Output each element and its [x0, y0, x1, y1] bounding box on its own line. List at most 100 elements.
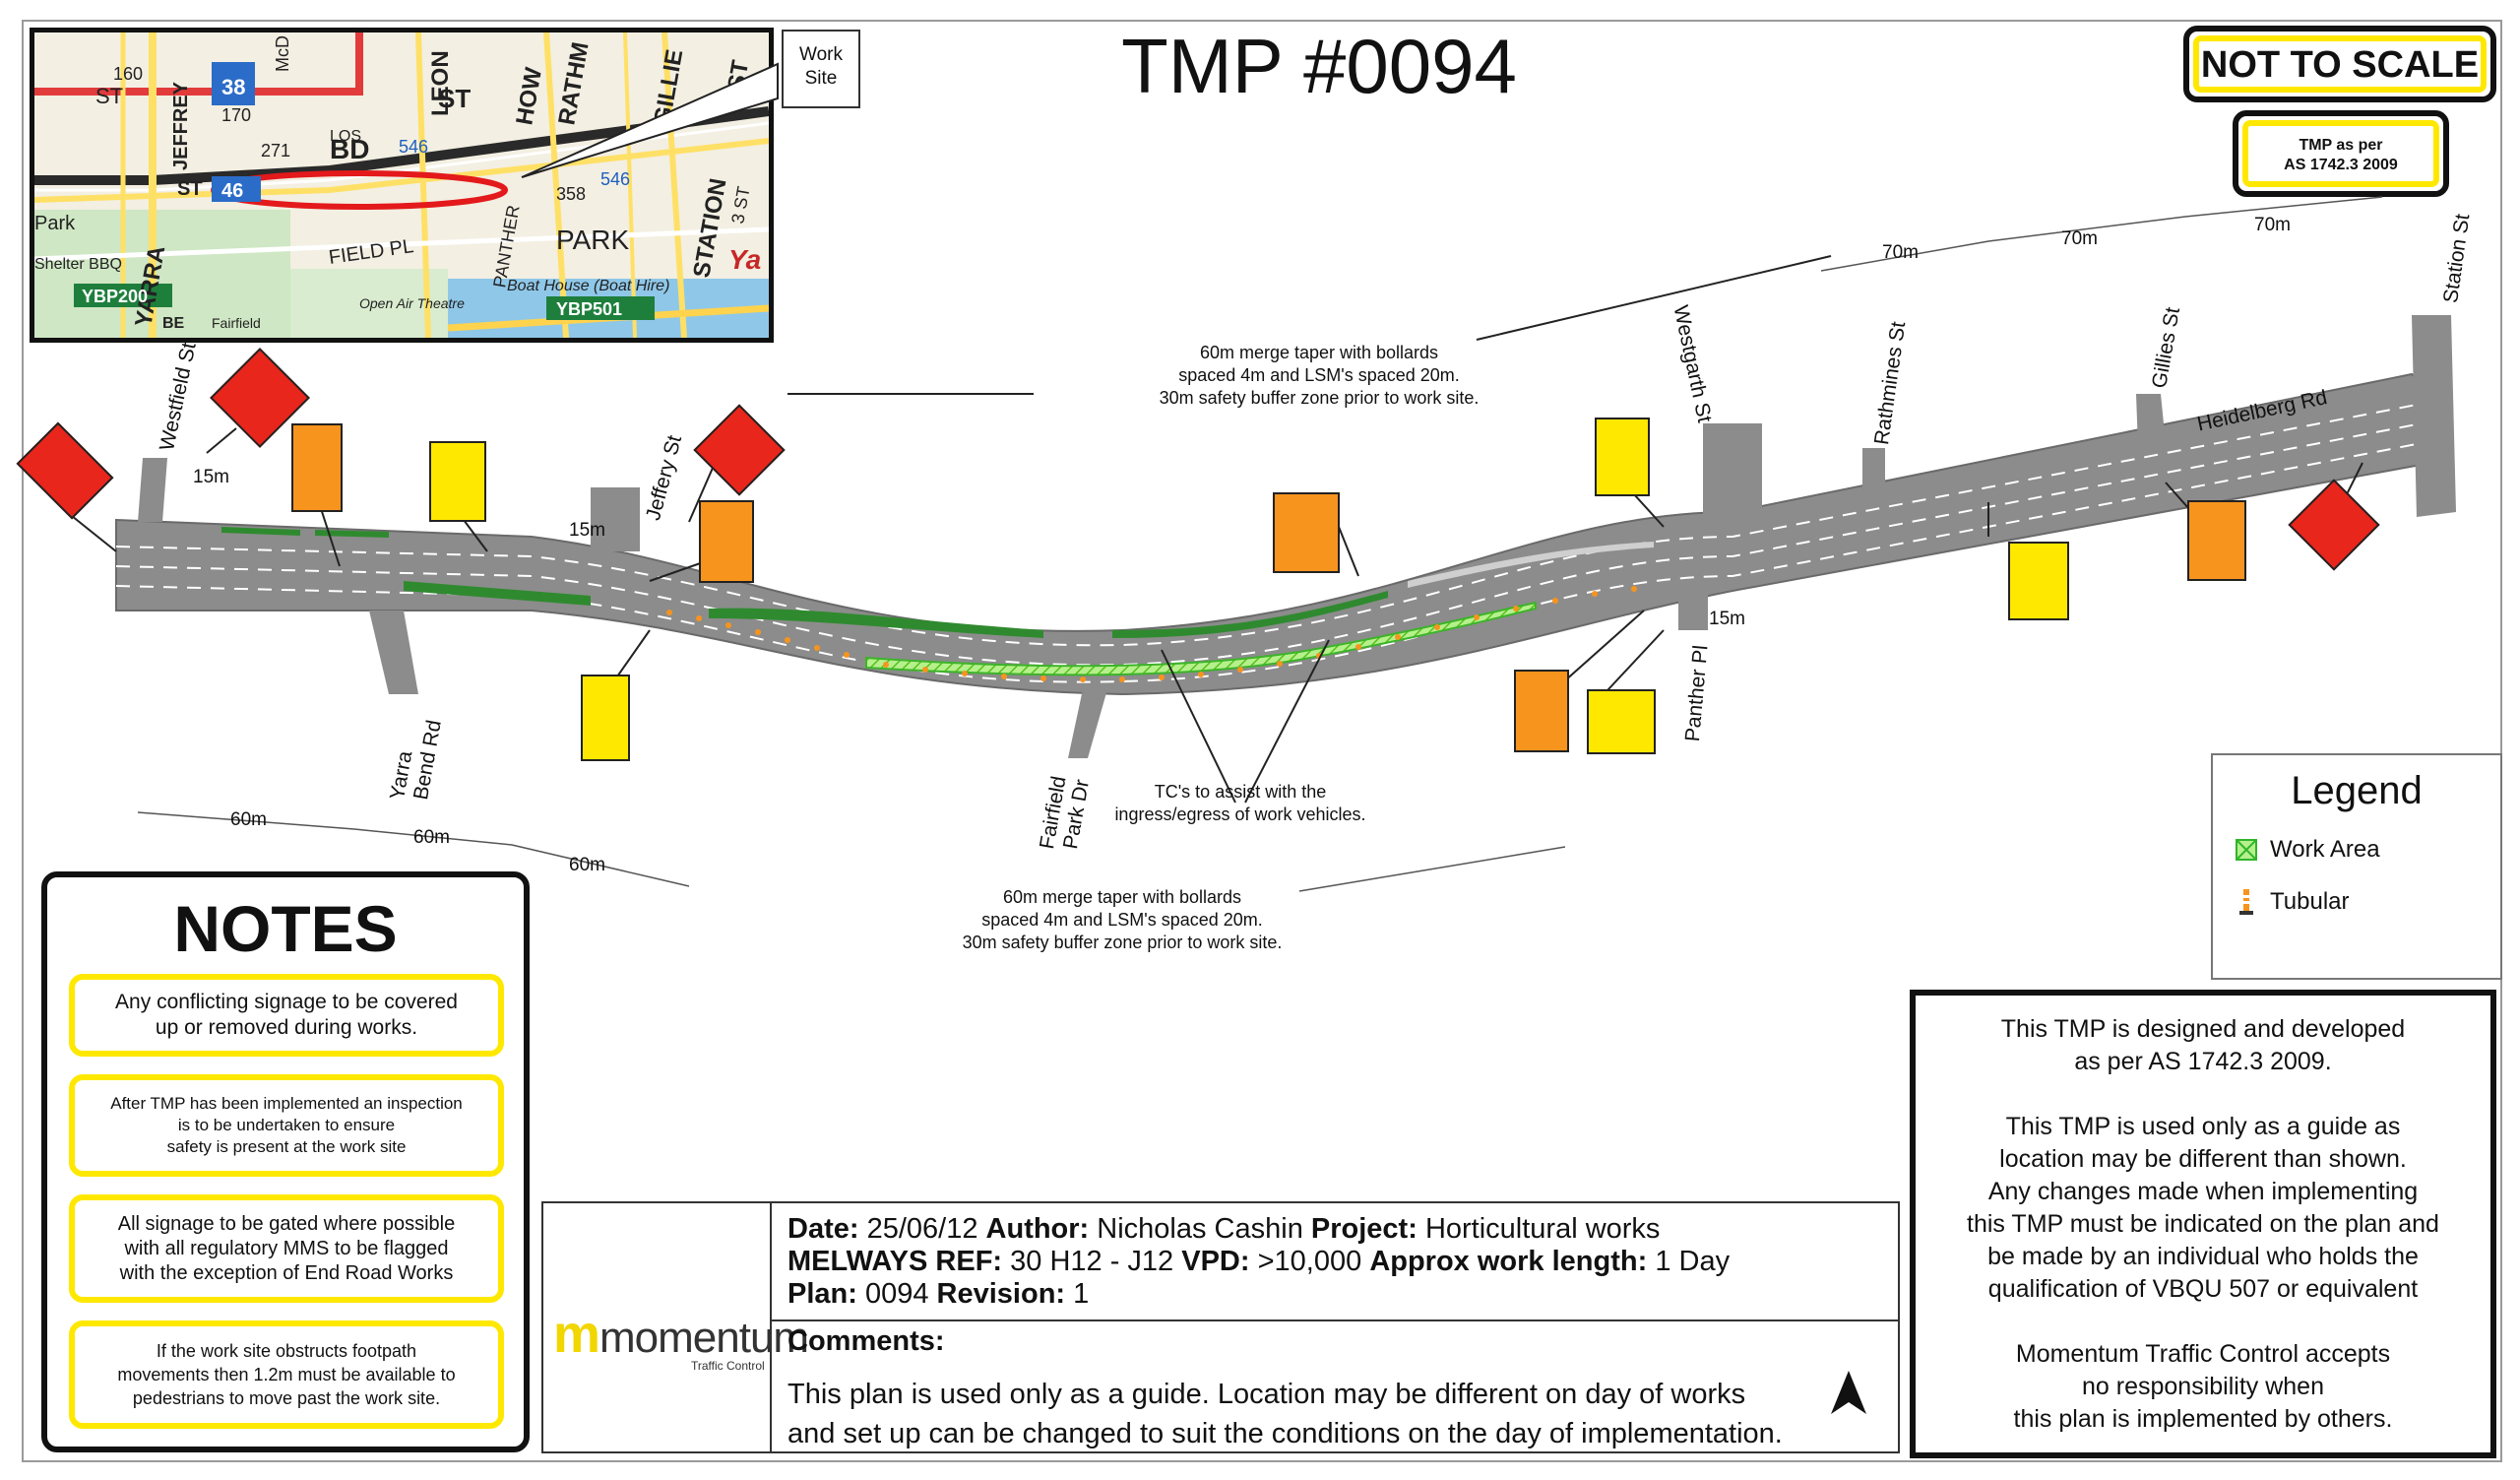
logo-wordmark: momentum — [599, 1314, 809, 1362]
disclaimer-panel: This TMP is designed and developed as pe… — [1910, 990, 2496, 1458]
westfield-st-road — [138, 458, 167, 522]
end-road-work-sign — [1595, 418, 1650, 496]
yarra-bend-rd-road — [369, 611, 418, 694]
drawing-sheet-frame — [22, 20, 2502, 1462]
svg-text:ST: ST — [438, 84, 471, 113]
legend-item: Tubular — [2235, 887, 2349, 917]
prep-to-stop-sign — [1273, 492, 1340, 573]
median-strip — [315, 530, 389, 538]
tmp-standard-line-1: TMP as per — [2299, 137, 2383, 154]
panther-pl-road — [1678, 591, 1708, 630]
legend-label: Work Area — [2270, 836, 2380, 863]
north-arrow-icon — [1831, 1371, 1866, 1414]
plan-number: 0094 — [864, 1278, 929, 1310]
svg-text:Fairfield: Fairfield — [212, 315, 261, 331]
melways-ref: 30 H12 - J12 — [1010, 1246, 1174, 1277]
merge-left-sign — [429, 441, 486, 522]
plan-details: Date: 25/06/12 Author: Nicholas Cashin P… — [788, 1213, 1731, 1310]
distance-label: 70m — [2254, 215, 2291, 235]
plan-project: Horticultural works — [1424, 1213, 1661, 1245]
page-title: TMP #0094 — [1121, 23, 1517, 109]
distance-label: 60m — [413, 827, 450, 848]
prep-to-stop-sign — [699, 500, 754, 583]
work-area-zone — [865, 601, 1537, 676]
logo-subtitle: Traffic Control — [691, 1359, 765, 1373]
taper-note-bottom: 60m merge taper with bollards spaced 4m … — [962, 887, 1283, 952]
title-block: mmomentum Traffic Control Date: 25/06/12… — [541, 1201, 1900, 1453]
svg-text:46: 46 — [221, 180, 243, 202]
svg-text:271: 271 — [261, 141, 290, 161]
revision: 1 — [1073, 1278, 1090, 1310]
distance-label: 15m — [569, 520, 605, 541]
svg-text:546: 546 — [600, 169, 630, 189]
svg-text:Open Air Theatre: Open Air Theatre — [359, 295, 465, 311]
tc-assist-note: TC's to assist with the ingress/egress o… — [1114, 782, 1366, 824]
rathmines-st-road — [1862, 448, 1885, 492]
callout-line-1: Work — [799, 44, 843, 65]
locality-map-graphic: ST 160 170 ST JEFFREY ST 38 BD 271 LOS 4… — [34, 32, 769, 338]
svg-text:LEON: LEON — [427, 50, 454, 116]
station-st-road — [2412, 315, 2456, 517]
svg-text:170: 170 — [221, 105, 251, 125]
svg-text:160: 160 — [113, 64, 143, 84]
company-logo: mmomentum Traffic Control — [543, 1203, 809, 1451]
locality-map-inset: ST 160 170 ST JEFFREY ST 38 BD 271 LOS 4… — [30, 28, 774, 343]
distance-label: 15m — [193, 467, 229, 487]
fairfield-park-dr-road — [1068, 689, 1107, 758]
jeffery-st-road — [591, 487, 640, 551]
svg-text:546: 546 — [399, 137, 428, 157]
end-road-work-sign — [581, 675, 630, 761]
distance-label: 15m — [1709, 609, 1745, 629]
svg-text:ST: ST — [177, 178, 203, 200]
tubular-icon — [2239, 889, 2253, 915]
tmp-standard-line-2: AS 1742.3 2009 — [2284, 157, 2398, 173]
distance-label: 70m — [2061, 228, 2098, 249]
svg-text:McD: McD — [273, 35, 292, 72]
distance-label: 70m — [1882, 242, 1919, 263]
taper-note-top: 60m merge taper with bollards spaced 4m … — [1159, 343, 1480, 408]
notes-title: NOTES — [173, 892, 398, 965]
work-length: 1 Day — [1655, 1246, 1731, 1277]
median-strip — [1112, 591, 1388, 638]
comments-label: Comments: — [788, 1325, 945, 1357]
median-strip — [709, 608, 1043, 638]
median-strip — [221, 527, 300, 536]
westgarth-st-road — [1703, 423, 1762, 522]
callout-pointer — [521, 62, 779, 178]
svg-text:Park: Park — [34, 213, 76, 234]
distance-label: 60m — [230, 809, 267, 830]
dimension-lines — [137, 196, 2383, 892]
tubular-line — [666, 586, 1637, 682]
svg-text:YBP501: YBP501 — [556, 299, 622, 319]
svg-text:BE: BE — [162, 315, 185, 332]
svg-text:JEFFREY: JEFFREY — [170, 81, 192, 170]
prep-to-stop-sign — [291, 423, 343, 512]
plan-author: Nicholas Cashin — [1097, 1213, 1303, 1245]
road-work-ahead-sign — [1587, 689, 1656, 754]
merge-left-sign — [2008, 542, 2069, 620]
work-area-icon — [2236, 839, 2257, 861]
callout-line-2: Site — [804, 68, 838, 89]
median-strip — [1408, 542, 1654, 588]
tmp-standard-badge: TMP as per AS 1742.3 2009 — [2233, 110, 2449, 197]
svg-text:BD: BD — [330, 134, 369, 164]
work-site-callout: Work Site — [782, 30, 860, 108]
map-label: ST — [95, 84, 123, 108]
legend-panel: Legend Work Area Tubular — [2211, 753, 2502, 980]
prep-to-stop-sign — [2187, 500, 2246, 581]
legend-item: Work Area — [2235, 836, 2380, 864]
vpd: >10,000 — [1257, 1246, 1362, 1277]
plan-date: 25/06/12 — [866, 1213, 978, 1245]
svg-text:PARK: PARK — [556, 225, 629, 255]
svg-text:Ya: Ya — [728, 244, 761, 275]
not-to-scale-badge: NOT TO SCALE — [2183, 26, 2496, 102]
svg-text:358: 358 — [556, 184, 586, 204]
distance-label: 60m — [569, 855, 605, 875]
svg-text:Boat House (Boat Hire): Boat House (Boat Hire) — [507, 278, 669, 294]
svg-text:Shelter BBQ: Shelter BBQ — [34, 256, 122, 273]
prep-to-stop-sign — [1514, 670, 1569, 752]
note-item: After TMP has been implemented an inspec… — [69, 1074, 504, 1177]
